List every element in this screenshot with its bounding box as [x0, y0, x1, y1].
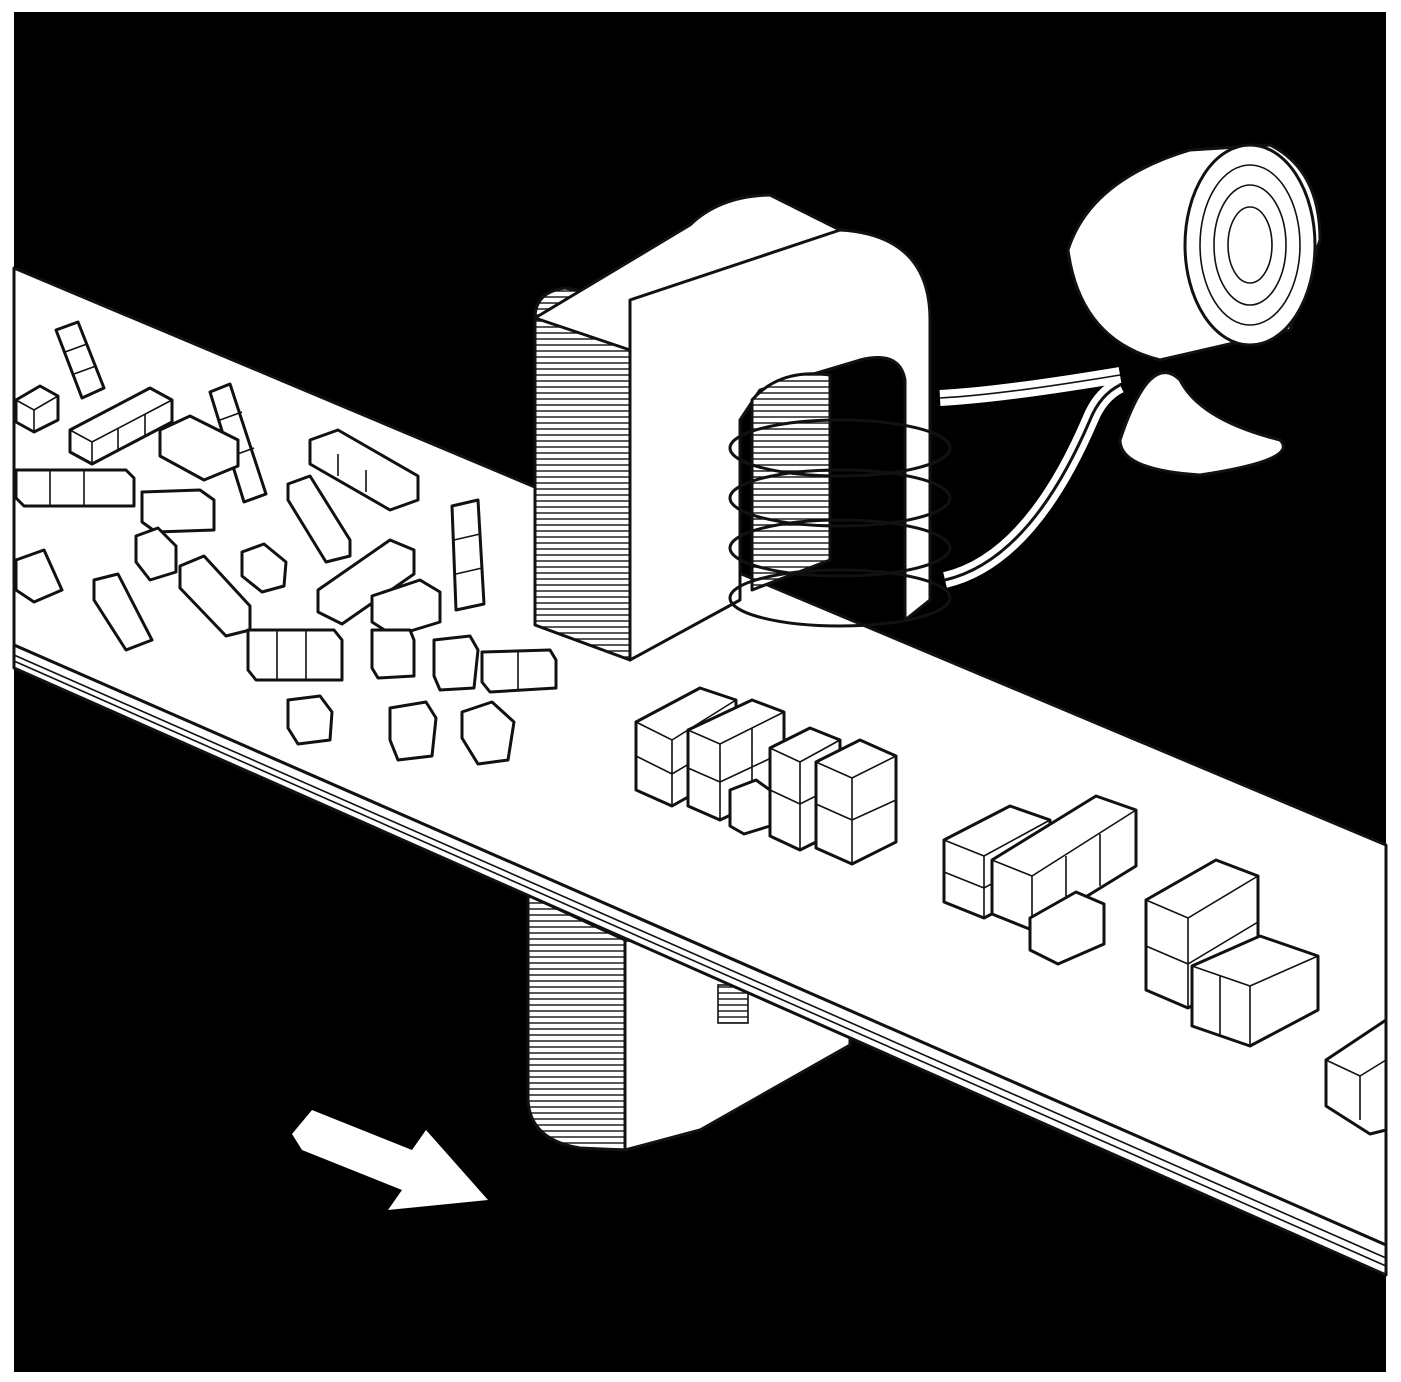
- cube-stack: [730, 780, 770, 834]
- loose-cube: [390, 702, 436, 760]
- loose-block: [16, 470, 134, 506]
- loose-cube: [482, 650, 556, 692]
- loose-block: [452, 500, 484, 610]
- cube-stack: [816, 740, 896, 864]
- loose-cube: [372, 630, 414, 678]
- loose-cube: [434, 636, 478, 690]
- loose-block: [142, 490, 214, 532]
- loose-cube: [288, 696, 332, 744]
- loose-block: [248, 630, 342, 680]
